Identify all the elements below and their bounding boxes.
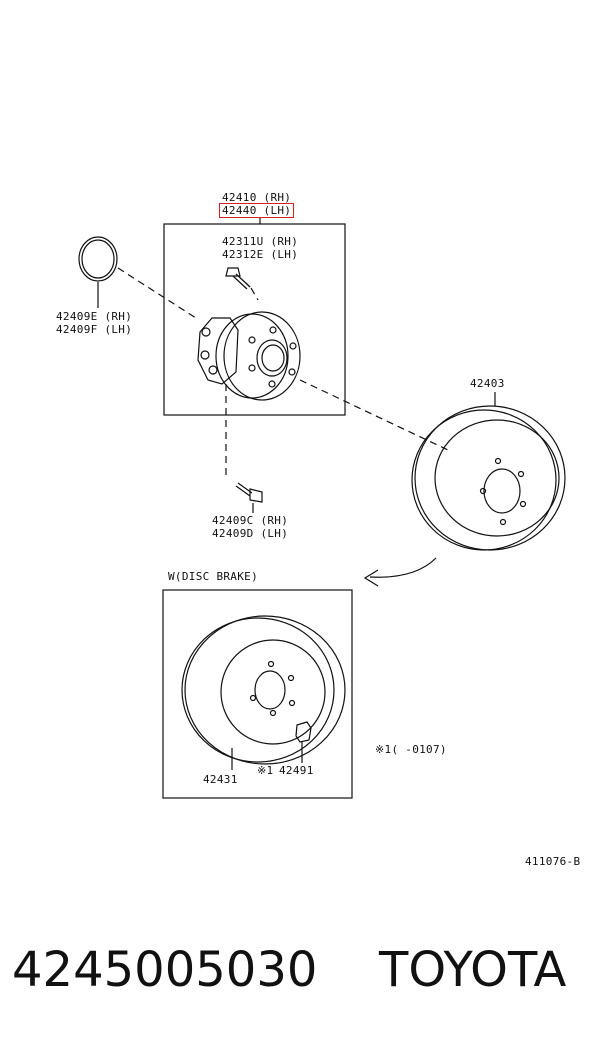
dust-cap-ring <box>78 236 118 282</box>
nut-mark-label: ※1 <box>257 764 274 777</box>
disc-nut <box>295 721 312 743</box>
hub-assembly-box <box>163 223 346 416</box>
mounting-bolt <box>235 482 263 503</box>
alternative-arrow <box>369 557 437 578</box>
brand-name: TOYOTA <box>379 942 567 998</box>
cap-rh-label: 42409E (RH) <box>56 310 133 323</box>
part-number: 4245005030 <box>12 942 318 998</box>
disc-brake-box <box>162 589 353 799</box>
brake-disc <box>181 615 346 765</box>
drum-label: 42403 <box>470 377 505 390</box>
cap-lh-label: 42409F (LH) <box>56 323 133 336</box>
footer: 4245005030 TOYOTA <box>12 940 566 1000</box>
bolt-lh-label: 42312E (LH) <box>222 248 299 261</box>
bolt-rh-label: 42311U (RH) <box>222 235 299 248</box>
mount-lh-label: 42409D (LH) <box>212 527 289 540</box>
nut-label: 42491 <box>279 764 314 777</box>
hub-rh-label: 42410 (RH) <box>222 191 292 204</box>
axle-hub <box>197 311 301 401</box>
figure-code-label: 411076-B <box>525 855 581 868</box>
hub-bolt <box>225 267 251 290</box>
hub-lh-label-highlighted: 42440 (LH) <box>218 203 295 218</box>
brake-drum <box>411 405 566 551</box>
note-label: ※1( -0107) <box>375 743 447 756</box>
disc-label: 42431 <box>203 773 238 786</box>
disc-section-label: W(DISC BRAKE) <box>168 570 258 583</box>
mount-rh-label: 42409C (RH) <box>212 514 289 527</box>
